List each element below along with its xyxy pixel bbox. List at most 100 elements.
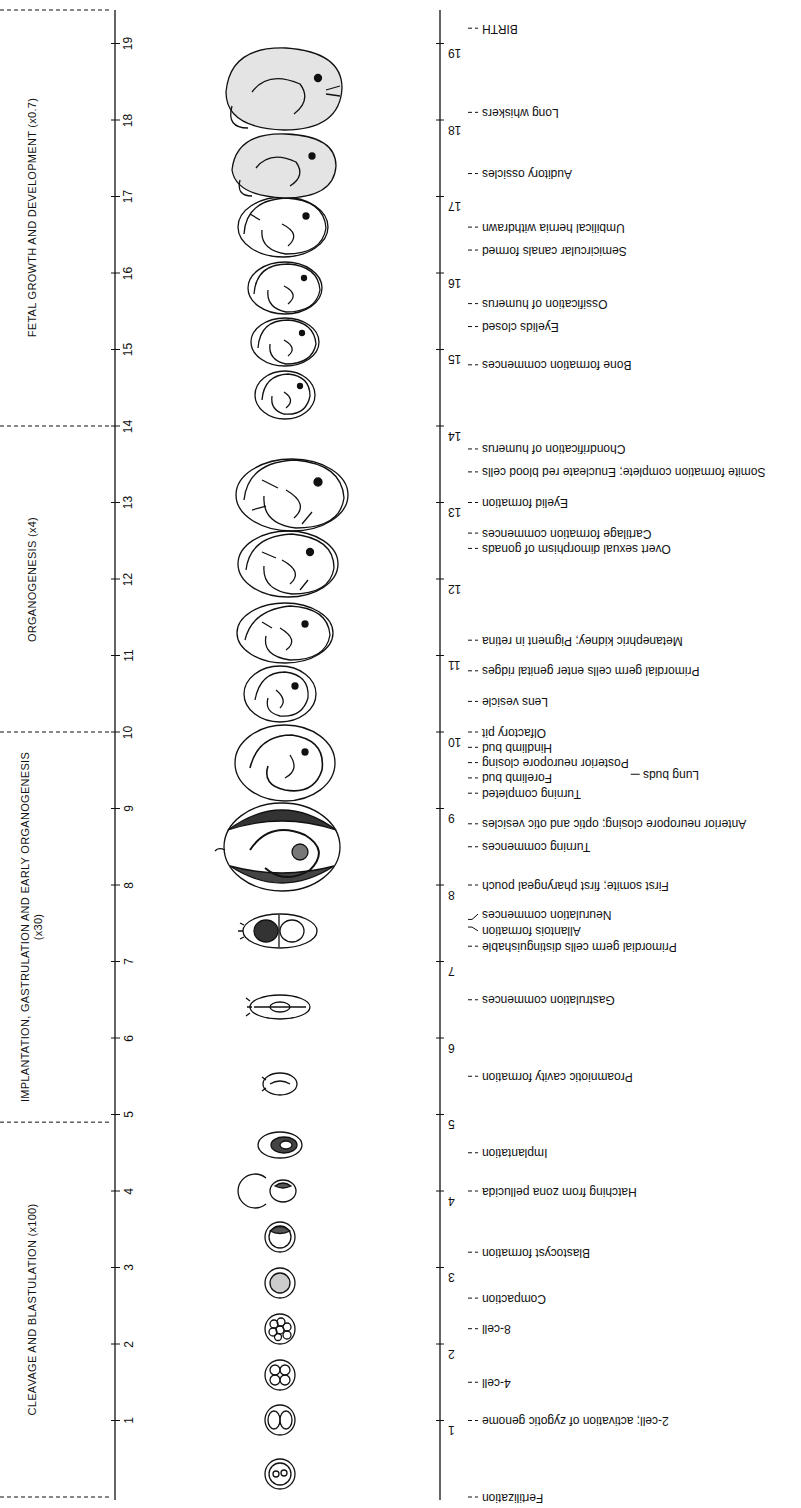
event-leader (468, 927, 478, 931)
day-number: 2 (123, 1340, 136, 1349)
event-leader (468, 670, 478, 671)
event-label: Fertilization (482, 1491, 543, 1504)
event-leader (468, 1252, 478, 1253)
event-leader (468, 112, 478, 113)
event-label: Eyelids closed (482, 320, 559, 333)
event-label: 8-cell (482, 1322, 511, 1335)
day-number: 10 (447, 735, 462, 748)
axis-tick (111, 1267, 120, 1268)
axis-tick (436, 196, 444, 197)
event-leader (468, 227, 478, 228)
event-label: Olfactory pit (482, 726, 546, 739)
axis-tick (436, 885, 444, 886)
event-leader (468, 914, 478, 919)
axis-tick (111, 273, 120, 274)
event-label: Implantation (482, 1146, 547, 1159)
axis-tick (436, 426, 444, 427)
axis-tick (436, 1114, 444, 1115)
stage-divider (0, 426, 112, 427)
day-number: 4 (447, 1194, 456, 1207)
event-leader (468, 548, 478, 549)
event-leader (468, 1152, 478, 1153)
day-number: 13 (122, 495, 135, 510)
day-number: 17 (447, 199, 462, 212)
axis-tick (111, 349, 120, 350)
day-number: 2 (447, 1347, 456, 1360)
event-label: Somite formation complete; Enucleate red… (482, 465, 765, 478)
axis-tick (111, 1191, 120, 1192)
day-number: 9 (123, 804, 136, 813)
day-number: 17 (122, 189, 135, 204)
event-leader (468, 747, 478, 748)
event-leader (468, 471, 478, 472)
event-leader (468, 1420, 478, 1421)
event-leader (468, 701, 478, 702)
event-label: BIRTH (482, 22, 518, 35)
event-label: Hindlimb bud (482, 741, 552, 754)
event-label: Primordial germ cells enter genital ridg… (482, 664, 699, 677)
day-number: 14 (447, 429, 462, 442)
event-label: Chondrification of humerus (482, 442, 625, 455)
event-leader (468, 1328, 478, 1329)
stage-divider (0, 10, 112, 11)
axis-tick (436, 1038, 444, 1039)
day-number: 8 (447, 888, 456, 901)
event-label: Forelimb bud (482, 771, 552, 784)
axis-tick (436, 579, 444, 580)
day-number: 3 (123, 1263, 136, 1272)
day-number: 19 (447, 46, 462, 59)
axis-tick (111, 196, 120, 197)
axis-tick (436, 120, 444, 121)
event-label: Blastocyst formation (482, 1246, 590, 1259)
axis-tick (111, 885, 120, 886)
stage-label: FETAL GROWTH AND DEVELOPMENT (x0.7) (26, 16, 39, 420)
axis-tick (436, 655, 444, 656)
event-leader (468, 1298, 478, 1299)
day-number: 12 (122, 571, 135, 586)
day-number: 9 (447, 811, 456, 824)
event-label: Ossification of humerus (482, 297, 607, 310)
day-number: 4 (123, 1187, 136, 1196)
event-label: First somite; first pharyngeal pouch (482, 879, 669, 892)
day-number: 8 (123, 881, 136, 890)
event-label: Proamniotic cavity formation (482, 1070, 633, 1083)
axis-tick (436, 1267, 444, 1268)
event-label: 2-cell; activation of zygotic genome (482, 1414, 669, 1427)
day-number: 11 (123, 648, 136, 662)
lung-leader (631, 774, 640, 775)
event-label: Anterior neuropore closing; optic and ot… (482, 817, 746, 830)
stage-label: IMPLANTATION, GASTRULATION AND EARLY ORG… (19, 738, 45, 1116)
event-label: Auditory ossicles (482, 167, 572, 180)
event-label: Gastrulation commences (482, 993, 615, 1006)
axis-tick (436, 43, 444, 44)
day-number: 7 (447, 964, 456, 977)
day-number: 5 (123, 1110, 136, 1119)
axis-tick (111, 655, 120, 656)
event-leader (468, 1382, 478, 1383)
stage-label: CLEAVAGE AND BLASTULATION (x100) (26, 1128, 39, 1491)
event-label: Posterior neuropore closing (482, 756, 629, 769)
day-number: 5 (447, 1117, 456, 1130)
event-label: Bone formation commences (482, 358, 631, 371)
event-leader (468, 28, 478, 29)
event-leader (468, 1191, 478, 1192)
axis-tick (436, 732, 444, 733)
axis-tick (111, 1420, 120, 1421)
event-label: Long whiskers (482, 106, 559, 119)
day-number: 15 (122, 342, 135, 357)
event-leader (468, 777, 478, 778)
axis-tick (111, 120, 120, 121)
event-leader (468, 762, 478, 763)
axis-tick (436, 349, 444, 350)
event-leader (468, 732, 478, 733)
day-number: 7 (123, 957, 136, 966)
day-number: 14 (122, 418, 135, 433)
day-number: 1 (447, 1423, 456, 1436)
day-number: 6 (123, 1034, 136, 1043)
event-label: Eyelid formation (482, 496, 568, 509)
event-label: Compaction (482, 1292, 546, 1305)
event-leader (468, 1076, 478, 1077)
day-number: 18 (122, 112, 135, 127)
